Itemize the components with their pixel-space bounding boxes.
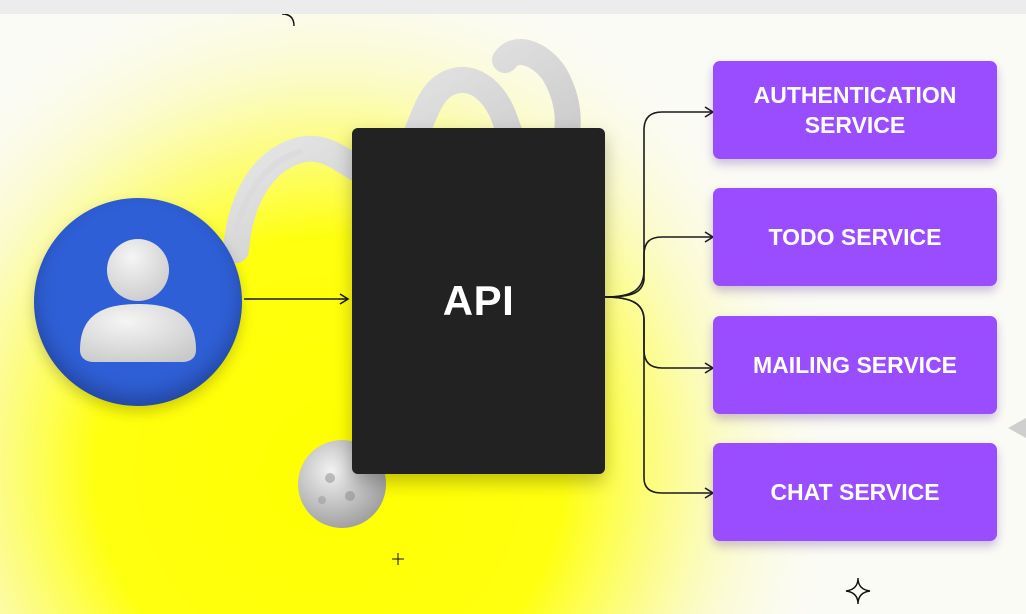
api-label: API: [442, 277, 515, 324]
service-label: MAILING SERVICE: [752, 352, 958, 378]
top-band: [0, 0, 1026, 14]
todo-service-box[interactable]: TODO SERVICE: [713, 188, 997, 286]
service-label: TODO SERVICE: [768, 224, 942, 250]
user-avatar: [34, 198, 242, 406]
sparkle-small-icon: [392, 553, 404, 565]
user-to-api-arrow: [244, 293, 350, 305]
top-tick-mark: [281, 13, 295, 27]
chat-service-box[interactable]: CHAT SERVICE: [713, 443, 997, 541]
service-label: CHAT SERVICE: [770, 479, 940, 505]
mailing-service-box[interactable]: MAILING SERVICE: [713, 316, 997, 414]
sparkle-icon: [845, 577, 871, 605]
service-label: AUTHENTICATION SERVICE: [753, 82, 957, 138]
user-icon: [80, 239, 196, 362]
api-box: API: [352, 128, 605, 474]
authentication-service-box[interactable]: AUTHENTICATION SERVICE: [713, 61, 997, 159]
